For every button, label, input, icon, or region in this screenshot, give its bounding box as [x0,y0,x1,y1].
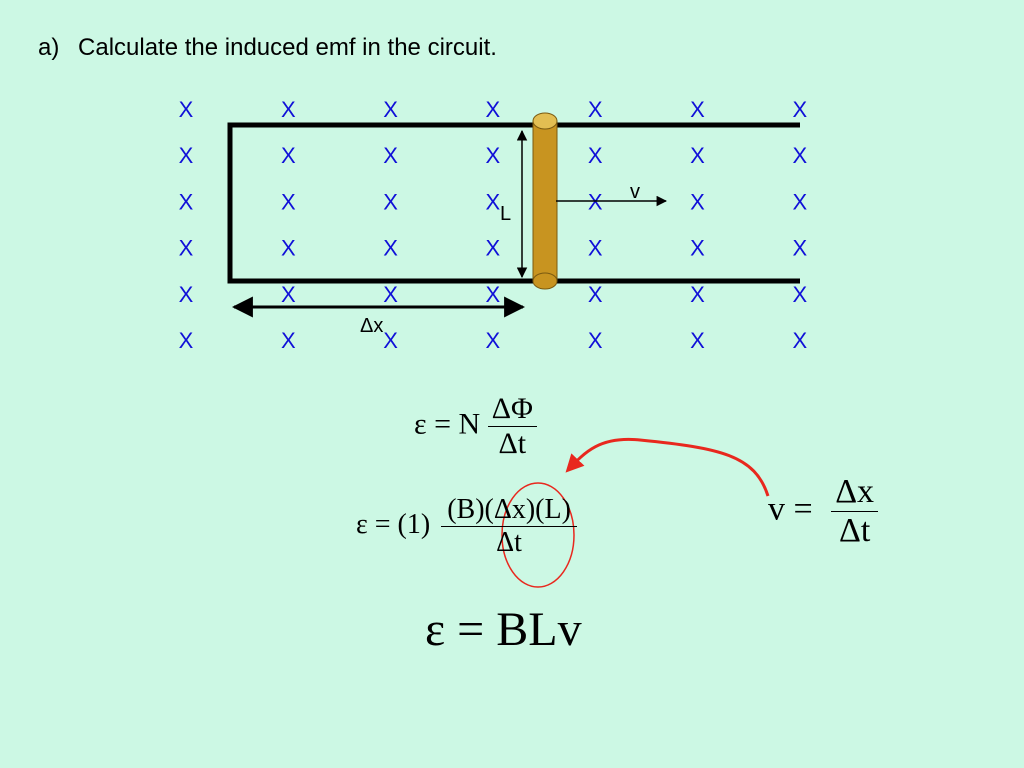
substituted-denominator: Δt [441,526,577,559]
velocity-numerator: Δx [835,473,875,510]
field-x-mark: X [792,143,807,168]
displacement-label: Δx [360,315,383,337]
field-x-mark: X [383,97,398,122]
highlight-circle [501,482,575,588]
moving-rod [532,112,558,290]
field-x-mark: X [281,189,296,214]
field-x-mark: X [486,189,501,214]
field-x-mark: X [383,143,398,168]
field-x-mark: X [383,189,398,214]
field-x-mark: X [588,236,603,261]
field-x-mark: X [792,236,807,261]
question-label: a) [38,34,60,61]
faraday-fraction: ΔΦ Δt [487,392,537,461]
slide-title: a) Calculate the induced emf in the circ… [38,34,497,62]
substituted-numerator: (B)(Δx)(L) [447,494,571,525]
field-x-mark: X [179,236,194,261]
faraday-equation: ε = N ΔΦ Δt [414,392,537,461]
substituted-fraction: (B)(Δx)(L) Δt [441,494,577,559]
field-x-mark: X [792,328,807,353]
length-label: L [500,203,511,225]
field-x-mark: X [690,328,705,353]
substituted-lhs: ε = (1) [356,508,431,540]
velocity-label: v [630,181,640,203]
field-x-mark: X [690,143,705,168]
field-x-mark: X [383,328,398,353]
field-x-mark: X [792,189,807,214]
field-x-mark: X [281,143,296,168]
field-x-mark: X [588,189,603,214]
substitution-arrow [565,437,770,497]
field-x-mark: X [281,328,296,353]
faraday-denominator: Δt [487,426,537,461]
field-x-mark: X [281,282,296,307]
field-x-mark: X [383,282,398,307]
question-text: Calculate the induced emf in the circuit… [78,34,497,61]
field-x-mark: X [792,97,807,122]
field-x-mark: X [179,143,194,168]
field-x-mark: X [690,236,705,261]
field-x-mark: X [690,97,705,122]
result-equation: ε = BLv [425,602,582,657]
field-x-mark: X [383,236,398,261]
faraday-numerator: ΔΦ [491,392,533,425]
field-x-mark: X [690,282,705,307]
field-x-mark: X [486,97,501,122]
velocity-equation: v = Δx Δt [768,473,879,550]
field-x-mark: X [179,282,194,307]
field-x-mark: X [792,282,807,307]
result-text: ε = BLv [425,603,582,656]
field-x-mark: X [690,189,705,214]
field-x-mark: X [179,189,194,214]
substituted-equation: ε = (1) (B)(Δx)(L) Δt [356,494,577,559]
field-x-mark: X [588,97,603,122]
field-x-mark: X [281,97,296,122]
field-x-mark: X [179,328,194,353]
faraday-lhs: ε = N [414,407,481,441]
velocity-fraction: Δx Δt [831,473,879,550]
field-x-mark: X [588,328,603,353]
circuit-rails [227,122,800,284]
velocity-denominator: Δt [831,511,879,550]
field-x-mark: X [179,97,194,122]
field-x-mark: X [486,143,501,168]
field-x-mark: X [486,236,501,261]
field-x-mark: X [486,282,501,307]
field-x-mark: X [281,236,296,261]
velocity-lhs: v = [768,490,813,528]
field-x-mark: X [588,282,603,307]
field-x-mark: X [486,328,501,353]
field-x-mark: X [588,143,603,168]
